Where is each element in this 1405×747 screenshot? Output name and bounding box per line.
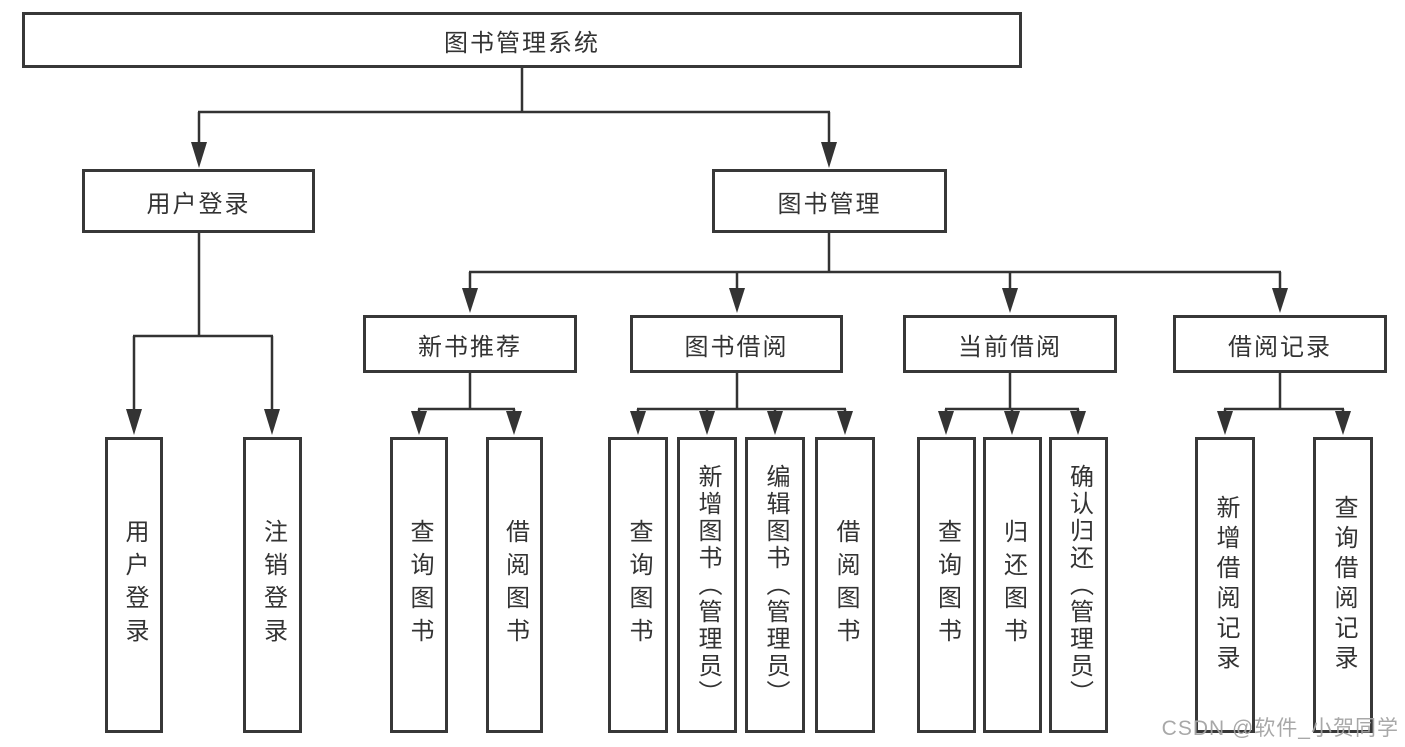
leaf-return-books-label: 归还图书 [999, 519, 1027, 651]
leaf-query-borrow-record: 查询借阅记录 [1313, 437, 1373, 733]
connector-records-to-leaves [1223, 373, 1345, 416]
leaf-rec-borrow-books: 借阅图书 [486, 437, 543, 733]
arrowhead [1070, 411, 1086, 435]
node-new-book-rec-label: 新书推荐 [418, 333, 522, 361]
leaf-confirm-return-admin-label: 确认归还（管理员） [1065, 463, 1093, 707]
leaf-user-login-label: 用户登录 [121, 519, 148, 651]
arrowhead [821, 142, 837, 168]
leaf-current-query-books: 查询图书 [917, 437, 976, 733]
arrowhead [126, 409, 142, 435]
leaf-query-borrow-record-label: 查询借阅记录 [1330, 495, 1357, 675]
leaf-borrow-books: 借阅图书 [815, 437, 875, 733]
connector-root-to-level2 [197, 68, 831, 146]
leaf-add-borrow-record: 新增借阅记录 [1195, 437, 1255, 733]
leaf-rec-query-books: 查询图书 [390, 437, 448, 733]
arrowhead [264, 409, 280, 435]
arrowhead [1335, 411, 1351, 435]
node-user-login-label: 用户登录 [146, 190, 251, 218]
arrowhead [191, 142, 207, 168]
leaf-borrow-books-label: 借阅图书 [832, 519, 859, 651]
connector-borrow-to-leaves [636, 373, 847, 416]
node-book-mgmt-label: 图书管理 [777, 190, 882, 218]
leaf-confirm-return-admin: 确认归还（管理员） [1049, 437, 1108, 733]
arrowhead [1272, 288, 1288, 313]
leaf-add-borrow-record-label: 新增借阅记录 [1212, 495, 1239, 675]
leaf-add-books-admin-label: 新增图书（管理员） [694, 463, 721, 707]
leaf-user-login: 用户登录 [105, 437, 163, 733]
leaf-borrow-query-books-label: 查询图书 [625, 519, 652, 651]
node-root: 图书管理系统 [22, 12, 1022, 68]
leaf-borrow-query-books: 查询图书 [608, 437, 668, 733]
node-book-borrow-label: 图书借阅 [684, 333, 789, 361]
leaf-edit-books-admin-label: 编辑图书（管理员） [762, 463, 789, 707]
watermark: CSDN @软件_小贺同学 [1161, 717, 1399, 740]
node-book-mgmt: 图书管理 [712, 169, 947, 233]
leaf-current-query-books-label: 查询图书 [933, 519, 961, 651]
node-borrow-records: 借阅记录 [1173, 315, 1387, 373]
arrowhead [699, 411, 715, 435]
arrowhead [938, 411, 954, 435]
arrowhead [630, 411, 646, 435]
arrowhead [767, 411, 783, 435]
arrowhead [1002, 288, 1018, 313]
node-user-login: 用户登录 [82, 169, 315, 233]
arrowhead [1004, 411, 1020, 435]
arrowhead [1217, 411, 1233, 435]
leaf-add-books-admin: 新增图书（管理员） [677, 437, 737, 733]
arrowhead [506, 411, 522, 435]
node-current-borrow-label: 当前借阅 [958, 333, 1062, 361]
node-borrow-records-label: 借阅记录 [1228, 333, 1332, 361]
node-root-label: 图书管理系统 [444, 29, 600, 57]
leaf-edit-books-admin: 编辑图书（管理员） [745, 437, 805, 733]
arrowhead [729, 288, 745, 313]
arrowhead [837, 411, 853, 435]
arrowhead [462, 288, 478, 313]
node-current-borrow: 当前借阅 [903, 315, 1117, 373]
leaf-logout: 注销登录 [243, 437, 302, 733]
leaf-return-books: 归还图书 [983, 437, 1042, 733]
arrowheads [126, 142, 1351, 435]
leaf-rec-borrow-books-label: 借阅图书 [501, 519, 529, 651]
connector-user-login-to-leaves [132, 233, 274, 414]
node-new-book-rec: 新书推荐 [363, 315, 577, 373]
connector-book-mgmt-to-level3 [468, 233, 1282, 292]
connector-new-book-to-leaves [417, 373, 516, 416]
connector-current-to-leaves [944, 373, 1080, 416]
leaf-rec-query-books-label: 查询图书 [406, 519, 433, 651]
node-book-borrow: 图书借阅 [630, 315, 843, 373]
arrowhead [411, 411, 427, 435]
leaf-logout-label: 注销登录 [259, 519, 287, 651]
